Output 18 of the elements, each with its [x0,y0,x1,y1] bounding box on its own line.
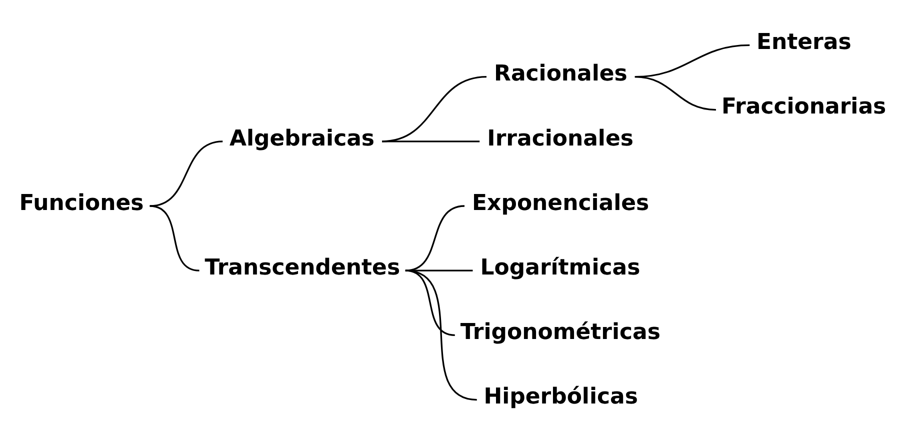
connector [405,270,477,401]
connector [382,140,480,142]
node-text: Irracionales [487,126,634,152]
connector [405,205,465,272]
node-text: Racionales [494,62,628,87]
node-text: Trigonométricas [460,320,660,346]
node-text: Funciones [19,190,144,216]
node-text: Exponenciales [472,190,650,216]
node-text: Fraccionarias [721,94,886,120]
node-text: Hiperbólicas [484,384,638,410]
connector [150,140,223,207]
node-text: Algebraicas [230,126,375,152]
node-text: Transcendentes [204,255,400,280]
connector [150,205,200,272]
connector [382,76,487,142]
connector [634,76,716,111]
node-text: Logarítmicas [480,255,640,280]
node-text: Enteras [756,30,852,56]
